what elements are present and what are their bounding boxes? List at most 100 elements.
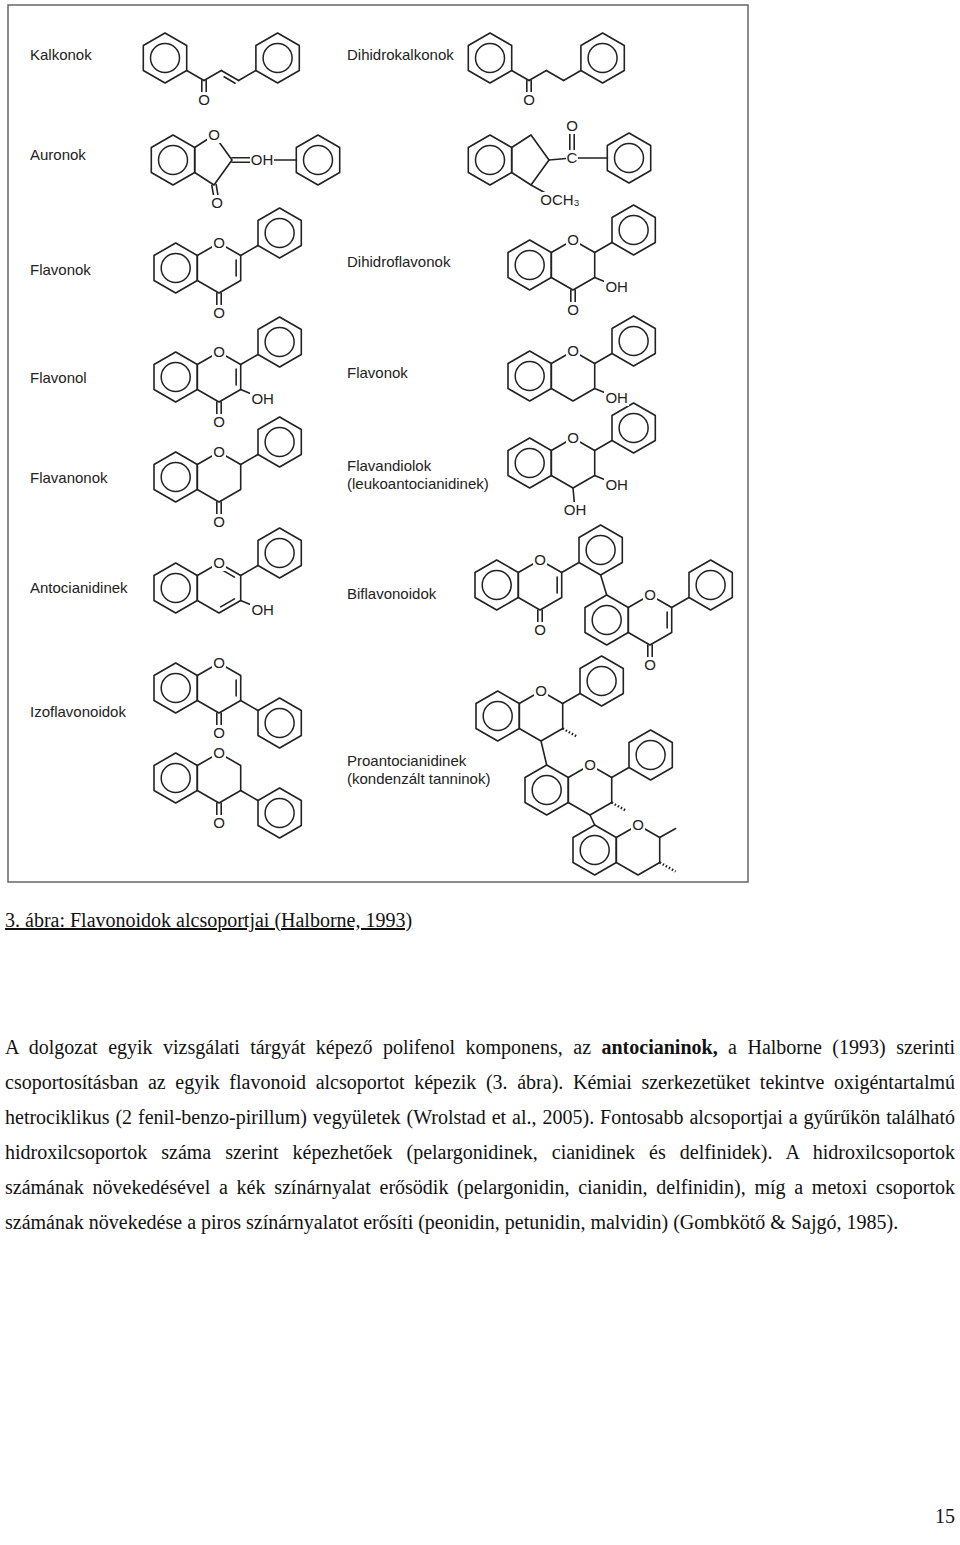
atom-label: OH: [604, 279, 629, 295]
bond-line: [241, 701, 258, 711]
atom-label: O: [212, 815, 226, 831]
atom-label: O: [212, 444, 226, 460]
double-bond-line: [221, 599, 235, 607]
ring: [154, 452, 197, 502]
aromatic-circle: [587, 667, 616, 696]
ring: [258, 208, 301, 258]
bond-line: [187, 71, 204, 81]
bold-term: antocianinok,: [601, 1036, 717, 1058]
atom-label: O: [212, 514, 226, 530]
hashed-bond: [563, 729, 577, 737]
bond-line: [239, 71, 256, 81]
class-label: Flavanonok: [30, 469, 108, 487]
bond-line: [612, 768, 629, 778]
ring: [580, 656, 623, 706]
bond-line: [546, 71, 563, 81]
aromatic-circle: [161, 574, 190, 603]
atom-label: O: [212, 745, 226, 761]
bond-line: [241, 355, 258, 365]
atom-label: O: [643, 657, 657, 673]
atom-label: O: [583, 757, 597, 773]
aromatic-circle: [515, 449, 544, 478]
class-label: Flavandiolok (leukoantocianidinek): [347, 457, 497, 493]
atom-label: O: [197, 92, 211, 108]
atom-label: O: [533, 622, 547, 638]
class-label: Flavonol: [30, 369, 87, 387]
body-text: A dolgozat egyik vizsgálati tárgyát képe…: [5, 1036, 601, 1058]
bond-line: [204, 71, 221, 81]
ring: [476, 691, 519, 741]
ring: [508, 240, 551, 290]
ring: [258, 528, 301, 578]
ring: [612, 403, 655, 453]
class-label: Dihidroflavonok: [347, 253, 450, 271]
ring: [607, 133, 650, 183]
atom-label: O: [534, 683, 548, 699]
atom-label: O: [212, 655, 226, 671]
body-text: a Halborne (1993) szerinti csoportosítás…: [5, 1036, 955, 1233]
atom-label: O: [566, 343, 580, 359]
class-label: Proantocianidinek (kondenzált tanninok): [347, 752, 497, 788]
bond-line: [564, 71, 581, 81]
atom-label: O: [212, 344, 226, 360]
aromatic-circle: [619, 216, 648, 245]
page-number: 15: [935, 1503, 955, 1529]
aromatic-circle: [161, 254, 190, 283]
ring: [525, 765, 568, 815]
hashed-bond: [612, 803, 626, 811]
double-bond-line: [556, 577, 558, 593]
ring: [256, 33, 299, 83]
atom-label: O: [566, 302, 580, 318]
aromatic-circle: [483, 702, 512, 731]
aromatic-circle: [265, 539, 294, 568]
aromatic-circle: [263, 44, 292, 73]
bond-line: [512, 71, 529, 81]
class-label: Antocianidinek: [30, 579, 128, 597]
ring: [296, 135, 339, 185]
ring: [258, 417, 301, 467]
class-label: Biflavonoidok: [347, 585, 436, 603]
figure-frame: [8, 5, 748, 882]
ring: [468, 135, 511, 185]
bond-line: [529, 71, 546, 81]
ring: [508, 438, 551, 488]
aromatic-circle: [265, 219, 294, 248]
double-bond-line: [235, 680, 237, 696]
atom-label: OH: [604, 390, 629, 406]
aromatic-circle: [304, 146, 333, 175]
aromatic-circle: [696, 571, 725, 600]
bond-line: [241, 246, 258, 256]
ring: [629, 730, 672, 780]
double-bond-line: [666, 612, 668, 628]
bond-line: [221, 71, 238, 81]
atom-label: O: [643, 587, 657, 603]
ring: [258, 788, 301, 838]
ring: [154, 663, 197, 713]
aromatic-circle: [636, 741, 665, 770]
ring: [581, 33, 624, 83]
aromatic-circle: [588, 44, 617, 73]
atom-label: O: [566, 430, 580, 446]
atom-label: OH: [250, 602, 275, 618]
ring: [612, 205, 655, 255]
aromatic-circle: [476, 44, 505, 73]
body-paragraph: A dolgozat egyik vizsgálati tárgyát képe…: [5, 1030, 955, 1240]
aromatic-circle: [161, 764, 190, 793]
ring: [154, 563, 197, 613]
bond-line: [660, 829, 676, 838]
bond-line: [672, 598, 689, 608]
atom-label: OH: [563, 502, 588, 518]
bond-line: [595, 243, 612, 253]
aromatic-circle: [532, 776, 561, 805]
ring: [689, 560, 732, 610]
aromatic-circle: [515, 251, 544, 280]
bond-line: [241, 455, 258, 465]
figure-caption: 3. ábra: Flavonoidok alcsoportjai (Halbo…: [5, 905, 412, 935]
aromatic-circle: [265, 709, 294, 738]
atom-label: OCH₃: [539, 192, 580, 208]
five-ring: [512, 135, 549, 185]
class-label: Dihidrokalkonok: [347, 46, 454, 64]
ring: [475, 560, 518, 610]
class-label: Auronok: [30, 146, 86, 164]
